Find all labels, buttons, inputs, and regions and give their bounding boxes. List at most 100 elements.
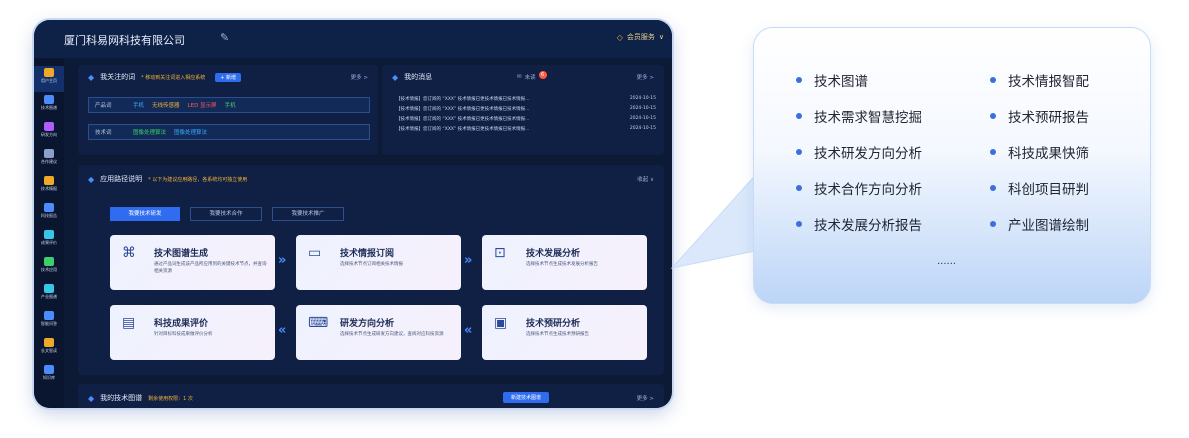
bullet-dot-icon [796, 77, 802, 83]
feature-item: 科创项目研判 [990, 178, 1089, 198]
message-item[interactable]: 【技术情报】您订阅的 “XXX” 技术情报已更技术情报已技术情报...2024-… [396, 96, 656, 102]
chat-icon [44, 311, 54, 320]
double-chevron-right-icon: » [278, 253, 287, 268]
keyword-row-product: 产品词 手机 无线传感器 LED 显示屏 手机 [88, 97, 370, 113]
message-item[interactable]: 【技术情报】您订阅的 “XXX” 技术情报已更技术情报已技术情报...2024-… [396, 106, 656, 112]
sidebar-item-7[interactable]: 技术应用 [34, 255, 64, 281]
keyword-tag[interactable]: 图像处理算法 [174, 130, 208, 136]
keyword-row-tech: 技术词 图像处理算法 图像处理算法 [88, 124, 370, 140]
sidebar-item-6[interactable]: 成果评价 [34, 228, 64, 254]
evaluate-icon: ▤ [122, 315, 136, 331]
bullet-dot-icon [990, 221, 996, 227]
panel-note: * 以下为建议应用路径，各系统均可独立使用 [148, 176, 248, 183]
bullet-dot-icon [990, 149, 996, 155]
sidebar-item-10[interactable]: 长文智读 [34, 336, 64, 362]
edit-icon[interactable]: ✎ [220, 31, 230, 44]
feature-item: 产业图谱绘制 [990, 214, 1089, 234]
tab-research[interactable]: 我要技术研发 [110, 207, 180, 221]
feature-item: 技术需求智慧挖掘 [796, 106, 922, 126]
report-icon [44, 203, 54, 212]
tab-promotion[interactable]: 我要技术推广 [272, 207, 344, 221]
sidebar-item-3[interactable]: 合作建议 [34, 147, 64, 173]
sidebar-item-1[interactable]: 技术图谱 [34, 93, 64, 119]
panel-note: * 移动到关注词进入相应系统 [141, 74, 206, 81]
message-item[interactable]: 【技术情报】您订阅的 “XXX” 技术情报已更技术情报已技术情报...2024-… [396, 126, 656, 132]
bullet-dot-icon [796, 149, 802, 155]
messages-panel: ◆ 我的消息 ✉ 未读 6 更多 > 【技术情报】您订阅的 “XXX” 技术情报… [382, 65, 664, 155]
unread-indicator[interactable]: ✉ 未读 6 [517, 71, 547, 81]
feature-item: 科技成果快筛 [990, 142, 1089, 162]
message-item[interactable]: 【技术情报】您订阅的 “XXX” 技术情报已更技术情报已技术情报...2024-… [396, 116, 656, 122]
feature-item: 技术研发方向分析 [796, 142, 922, 162]
cooperate-icon [44, 149, 54, 158]
bullet-dot-icon [796, 221, 802, 227]
home-icon [44, 68, 54, 77]
sidebar-item-2[interactable]: 研发方向 [34, 120, 64, 146]
collapse-button[interactable]: 收起 ∨ [637, 177, 654, 183]
my-tech-graph-panel: ◆ 我的技术图谱 剩余使用权限：1 次 新建技术图谱 更多 > [78, 384, 664, 408]
keyword-tag[interactable]: LED 显示屏 [187, 103, 217, 109]
monitor-icon: ▣ [494, 315, 508, 331]
top-bar: 厦门科易网科技有限公司 ✎ ◇ 会员服务 ∨ [34, 20, 672, 58]
sidebar-item-8[interactable]: 产业图谱 [34, 282, 64, 308]
more-ellipsis: ...... [937, 256, 957, 267]
industry-icon [44, 284, 54, 293]
card-achievement-eval[interactable]: ▤ 科技成果评价 针对目标科技成果做评价分析 [110, 305, 275, 360]
card-tech-graph[interactable]: ⌘ 技术图谱生成 通过产品词生成该产品所应用到的关键技术节点，并查询相关资源 [110, 235, 275, 290]
bullet-dot-icon [990, 113, 996, 119]
double-chevron-left-icon: « [278, 323, 287, 338]
keyword-tag[interactable]: 无线传感器 [152, 103, 180, 109]
panel-title: 我的消息 [404, 73, 433, 81]
more-link[interactable]: 更多 > [636, 75, 654, 81]
keyword-tag[interactable]: 图像处理算法 [133, 130, 167, 136]
sidebar: 用户主页 技术图谱 研发方向 合作建议 技术情报 科技报告 成果评价 技术应用 … [34, 58, 64, 408]
sidebar-item-0[interactable]: 用户主页 [34, 66, 64, 92]
sidebar-item-9[interactable]: 智能问答 [34, 309, 64, 335]
feature-callout: 技术图谱 技术需求智慧挖掘 技术研发方向分析 技术合作方向分析 技术发展分析报告… [753, 27, 1151, 304]
keyword-tag[interactable]: 手机 [133, 103, 145, 109]
followed-keywords-panel: ◆ 我关注的词 * 移动到关注词进入相应系统 + 新增 更多 > 产品词 手机 … [78, 65, 378, 155]
card-tech-intel[interactable]: ▭ 技术情报订阅 选择技术节点订阅相关技术情报 [296, 235, 461, 290]
unread-badge: 6 [538, 71, 547, 79]
more-link[interactable]: 更多 > [350, 75, 368, 81]
bullet-dot-icon [990, 185, 996, 191]
diamond-bullet-icon: ◆ [392, 72, 399, 82]
feature-item: 技术图谱 [796, 70, 868, 90]
bullet-dot-icon [990, 77, 996, 83]
chevron-down-icon: ∨ [658, 33, 664, 41]
bullet-dot-icon [796, 113, 802, 119]
panel-title: 我的技术图谱 [100, 394, 143, 402]
code-icon: ⌨ [308, 315, 329, 331]
diamond-bullet-icon: ◆ [88, 393, 95, 403]
subscribe-icon: ▭ [308, 245, 322, 261]
sidebar-item-11[interactable]: 知识库 [34, 363, 64, 389]
mail-icon: ✉ [517, 74, 522, 80]
usage-path-panel: ◆ 应用路径说明 * 以下为建议应用路径，各系统均可独立使用 收起 ∨ 我要技术… [78, 165, 664, 375]
card-tech-development[interactable]: ⊡ 技术发展分析 选择技术节点生成技术发展分析报告 [482, 235, 647, 290]
dashboard-screen: 厦门科易网科技有限公司 ✎ ◇ 会员服务 ∨ 用户主页 技术图谱 研发方向 合作… [34, 20, 672, 408]
direction-icon [44, 122, 54, 131]
graph-icon [44, 95, 54, 104]
apply-icon [44, 257, 54, 266]
add-keyword-button[interactable]: + 新增 [215, 72, 242, 82]
panel-title: 应用路径说明 [100, 175, 143, 183]
keyword-tag[interactable]: 手机 [224, 103, 236, 109]
sidebar-item-5[interactable]: 科技报告 [34, 201, 64, 227]
double-chevron-left-icon: « [464, 323, 473, 338]
network-icon: ⌘ [122, 245, 136, 261]
panel-note: 剩余使用权限：1 次 [148, 395, 193, 402]
member-service-label: 会员服务 [626, 33, 655, 41]
tab-cooperation[interactable]: 我要技术合作 [190, 207, 262, 221]
new-graph-button[interactable]: 新建技术图谱 [503, 392, 550, 403]
member-service-button[interactable]: ◇ 会员服务 ∨ [617, 32, 664, 42]
read-icon [44, 338, 54, 347]
card-rd-direction[interactable]: ⌨ 研发方向分析 选择技术节点生成研发方向建议，查阅对应科技资源 [296, 305, 461, 360]
card-pre-research[interactable]: ▣ 技术预研分析 选择技术节点生成技术预研报告 [482, 305, 647, 360]
sidebar-item-4[interactable]: 技术情报 [34, 174, 64, 200]
feature-item: 技术合作方向分析 [796, 178, 922, 198]
panel-title: 我关注的词 [100, 73, 136, 81]
more-link[interactable]: 更多 > [636, 396, 654, 402]
chart-icon: ⊡ [494, 245, 506, 261]
diamond-bullet-icon: ◆ [88, 72, 95, 82]
feature-item: 技术预研报告 [990, 106, 1089, 126]
